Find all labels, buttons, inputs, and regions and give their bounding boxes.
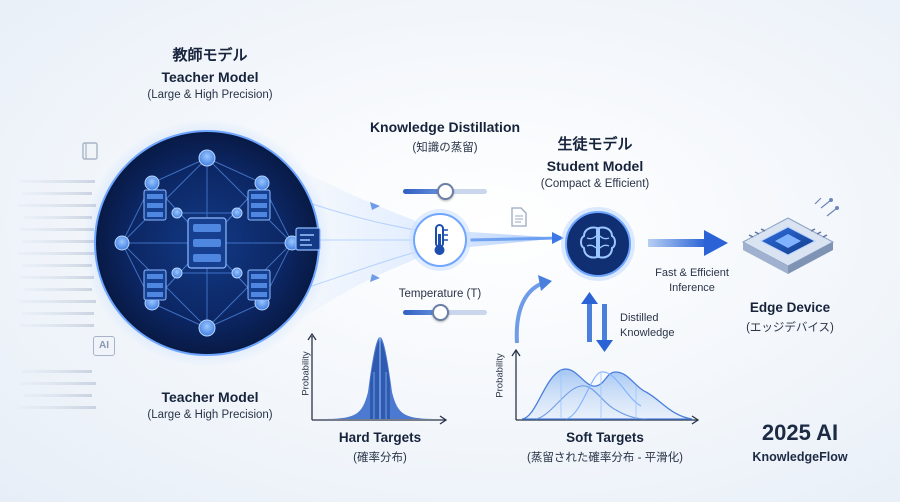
edge-chip-icon	[741, 198, 839, 274]
student-subtitle: (Compact & Efficient)	[540, 178, 650, 190]
curved-arrow	[514, 275, 552, 344]
brand-name: KnowledgeFlow	[752, 450, 848, 464]
teacher-bottom-subtitle: (Large & High Precision)	[147, 409, 273, 421]
thermometer-icon	[434, 224, 448, 255]
distilled-knowledge-arrows	[581, 292, 613, 352]
distillation-title: Knowledge Distillation	[369, 119, 521, 135]
soft-targets-title: Soft Targets	[566, 430, 644, 445]
brand-year: 2025 AI	[761, 420, 839, 445]
hard-targets-subtitle: (確率分布)	[353, 452, 407, 464]
student-title-en: Student Model	[546, 158, 644, 174]
soft-targets-chart	[511, 348, 700, 425]
distillation-subtitle: (知識の蒸留)	[412, 142, 478, 154]
teacher-network	[83, 119, 331, 367]
student-title-jp: 生徒モデル	[557, 136, 633, 153]
bottom-slider[interactable]	[403, 304, 487, 321]
inference-line1: Fast & Efficient	[655, 267, 729, 279]
bottom-slider-knob[interactable]	[432, 304, 450, 321]
brain-icon	[580, 226, 616, 259]
soft-targets-subtitle: (蒸留された確率分布 - 平滑化)	[527, 452, 683, 464]
distilled-line1: Distilled	[620, 312, 659, 324]
edge-title: Edge Device	[749, 300, 831, 315]
hard-targets-ylabel: Probability	[300, 351, 312, 396]
top-slider-knob[interactable]	[436, 183, 454, 200]
teacher-title-en: Teacher Model	[161, 69, 259, 85]
edge-subtitle: (エッジデバイス)	[746, 322, 834, 334]
inference-arrow	[648, 230, 728, 256]
distilled-line2: Knowledge	[620, 327, 675, 339]
hard-targets-chart	[307, 332, 448, 425]
ai-badge-icon: AI	[93, 336, 115, 356]
book-icon	[82, 142, 98, 160]
teacher-subtitle: (Large & High Precision)	[147, 89, 273, 101]
top-slider[interactable]	[403, 183, 487, 200]
teacher-bottom-title: Teacher Model	[161, 389, 259, 405]
hard-targets-title: Hard Targets	[338, 430, 422, 445]
teacher-title-jp: 教師モデル	[172, 47, 248, 64]
soft-targets-ylabel: Probability	[494, 353, 506, 398]
inference-line2: Inference	[669, 282, 715, 294]
document-icon	[511, 207, 527, 227]
temperature-label: Temperature (T)	[398, 288, 482, 300]
